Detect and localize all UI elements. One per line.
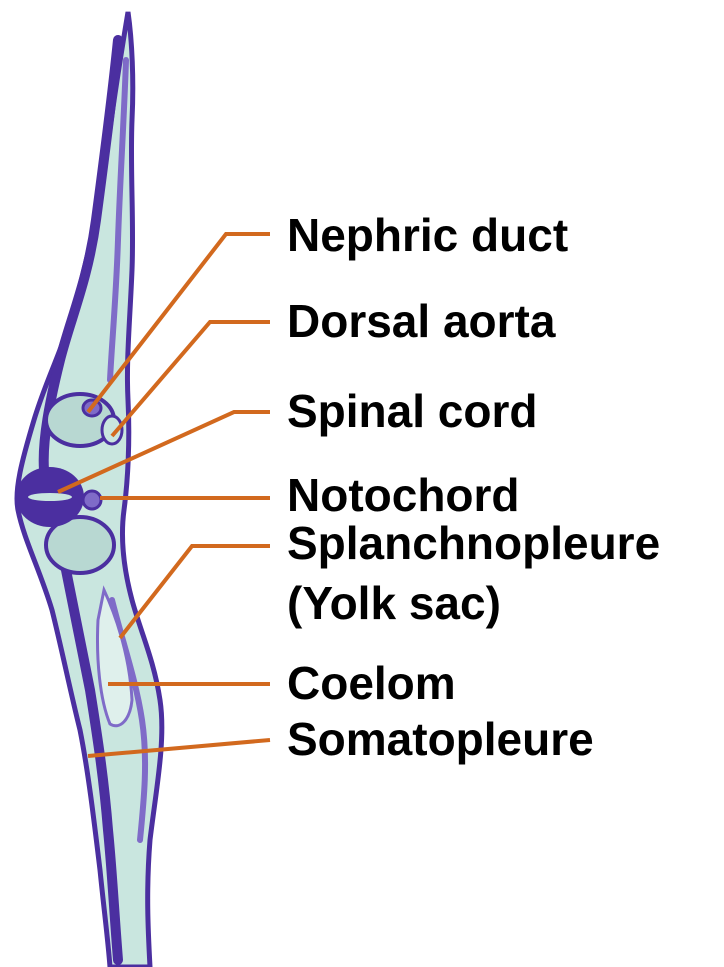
label-dorsal-aorta: Dorsal aorta: [287, 298, 555, 344]
label-nephric-duct: Nephric duct: [287, 212, 568, 258]
label-splanchnopleure: Splanchnopleure: [287, 520, 660, 566]
notochord-shape: [83, 491, 101, 509]
label-coelom: Coelom: [287, 660, 456, 706]
label-notochord: Notochord: [287, 472, 520, 518]
label-yolk-sac: (Yolk sac): [287, 580, 501, 626]
leader-splanchnopleure: [120, 546, 270, 638]
label-spinal-cord: Spinal cord: [287, 388, 537, 434]
label-somatopleure: Somatopleure: [287, 716, 594, 762]
neural-canal: [28, 493, 72, 501]
leader-dorsal-aorta: [112, 322, 270, 436]
